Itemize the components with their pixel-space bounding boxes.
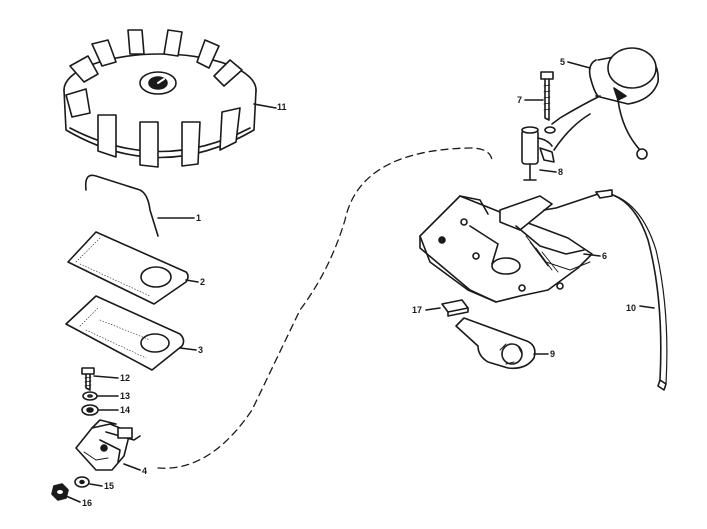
retainer-plate [455,317,536,370]
callout-14: 14 [120,405,131,415]
screw-washer [544,126,556,134]
callout-17: 17 [412,305,423,315]
callout-6: 6 [602,251,608,261]
cam-wiper [441,299,469,317]
screw-lower [81,367,95,391]
leader-17 [425,307,441,311]
breaker-assembly [75,419,141,471]
callout-4: 4 [142,466,148,476]
callout-8: 8 [558,167,564,177]
callout-12: 12 [120,373,131,383]
callout-10: 10 [626,303,637,313]
leader-12 [93,375,119,379]
gasket-upper [67,231,189,305]
callout-9: 9 [550,349,556,359]
coil [551,47,659,160]
stator-plate [419,189,611,303]
callout-5: 5 [560,57,566,67]
callout-1: 1 [196,213,202,223]
lead-wire [595,189,668,391]
nut [51,483,69,501]
callout-13: 13 [120,391,131,401]
leader-6 [583,253,601,257]
gasket-lower [65,295,185,371]
assembly-path [157,147,493,469]
leader-16 [65,495,81,503]
leader-3 [179,347,197,351]
leader-15 [89,483,103,487]
spring-wire [84,174,159,237]
callout-11: 11 [277,102,287,112]
condenser [521,113,591,181]
flywheel [63,29,257,168]
leader-5 [567,61,591,69]
callout-3: 3 [198,345,204,355]
washer-a [82,391,98,401]
leader-10 [639,305,655,309]
screw-upper [540,71,554,121]
leader-11 [253,103,277,109]
leader-2 [185,279,199,283]
callout-2: 2 [200,277,206,287]
leader-8 [539,169,557,173]
callout-16: 16 [82,498,93,508]
callout-7: 7 [517,95,523,105]
callout-15: 15 [104,481,115,491]
leader-4 [123,463,141,471]
